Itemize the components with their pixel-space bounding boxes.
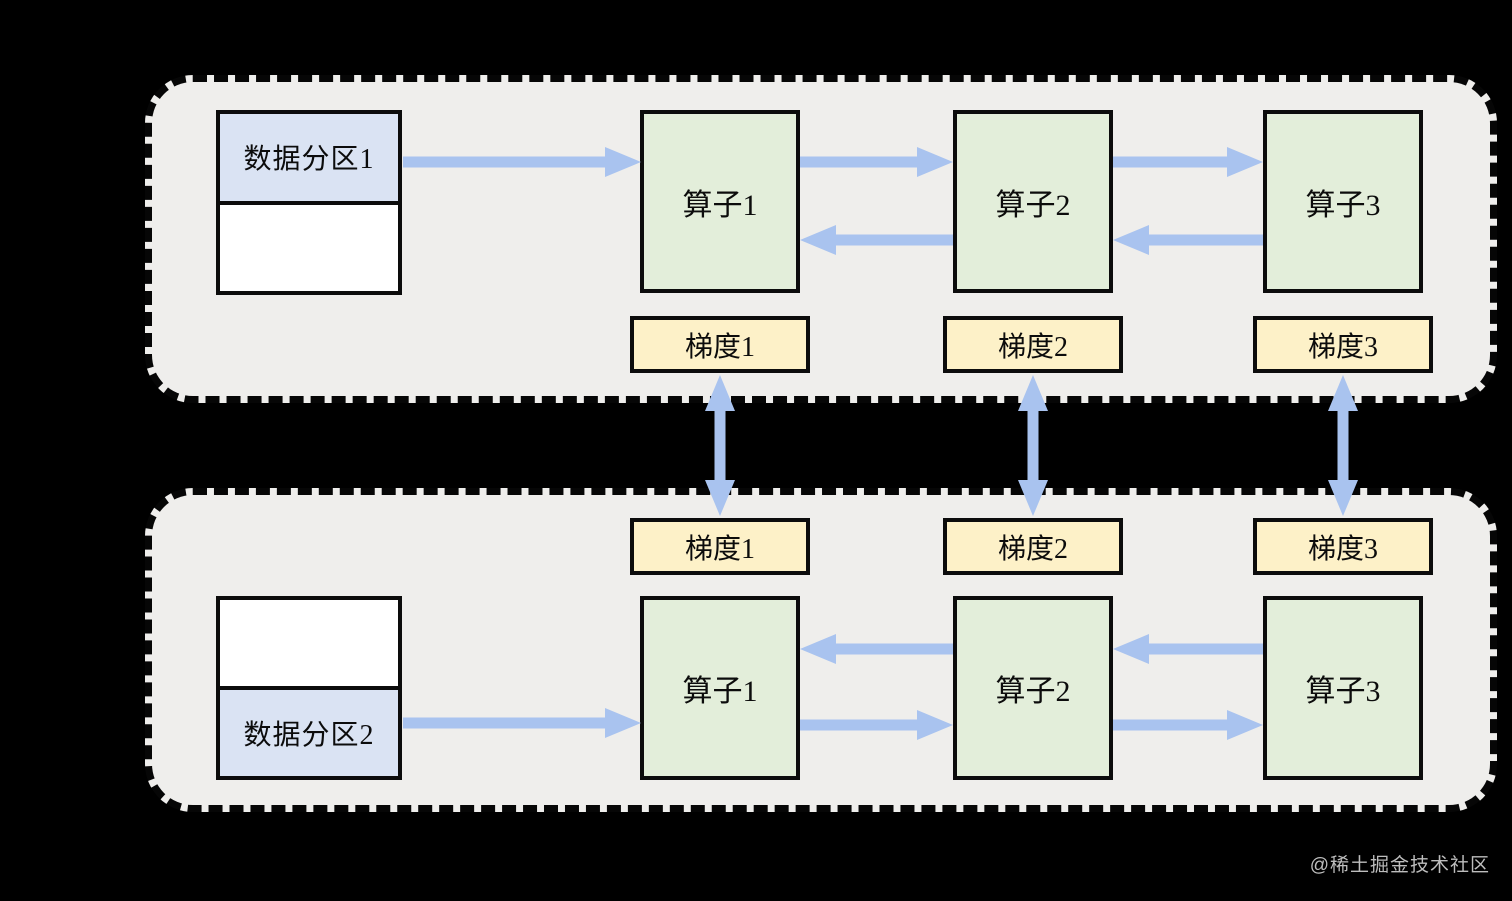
operator-top-2-label: 算子2 — [995, 188, 1071, 222]
gradient-top-3: 梯度3 — [1253, 316, 1433, 373]
gradient-top-2: 梯度2 — [943, 316, 1123, 373]
operator-bottom-1: 算子1 — [640, 596, 800, 780]
data-partition-2-box: 数据分区2 — [216, 596, 402, 780]
data-partition-2-label-cell: 数据分区2 — [220, 686, 398, 776]
gradient-bottom-1-label: 梯度1 — [684, 533, 755, 565]
gradient-bottom-1: 梯度1 — [630, 518, 810, 575]
gradient-bottom-2: 梯度2 — [943, 518, 1123, 575]
operator-top-3-label: 算子3 — [1305, 188, 1381, 222]
gradient-top-1-label: 梯度1 — [684, 331, 755, 363]
data-partition-2-empty-cell — [220, 600, 398, 686]
operator-bottom-3-label: 算子3 — [1305, 675, 1381, 708]
data-partition-2-label: 数据分区2 — [243, 720, 375, 751]
gradient-bottom-3-label: 梯度3 — [1307, 533, 1378, 565]
operator-bottom-2: 算子2 — [953, 596, 1113, 780]
gradient-top-2-label: 梯度2 — [997, 331, 1068, 363]
operator-top-1-label: 算子1 — [682, 188, 758, 222]
data-partition-1-label-cell: 数据分区1 — [220, 114, 398, 201]
gradient-bottom-3: 梯度3 — [1253, 518, 1433, 575]
operator-top-3: 算子3 — [1263, 110, 1423, 293]
data-partition-1-empty-cell — [220, 200, 398, 291]
operator-top-2: 算子2 — [953, 110, 1113, 293]
gradient-top-1: 梯度1 — [630, 316, 810, 373]
operator-bottom-2-label: 算子2 — [995, 675, 1071, 708]
data-partition-1-label: 数据分区1 — [243, 144, 375, 176]
watermark: @稀土掘金技术社区 — [1309, 855, 1490, 876]
gradient-top-3-label: 梯度3 — [1307, 331, 1378, 363]
operator-top-1: 算子1 — [640, 110, 800, 293]
data-partition-1-box: 数据分区1 — [216, 110, 402, 295]
operator-bottom-3: 算子3 — [1263, 596, 1423, 780]
operator-bottom-1-label: 算子1 — [682, 675, 758, 708]
gradient-bottom-2-label: 梯度2 — [997, 533, 1068, 565]
